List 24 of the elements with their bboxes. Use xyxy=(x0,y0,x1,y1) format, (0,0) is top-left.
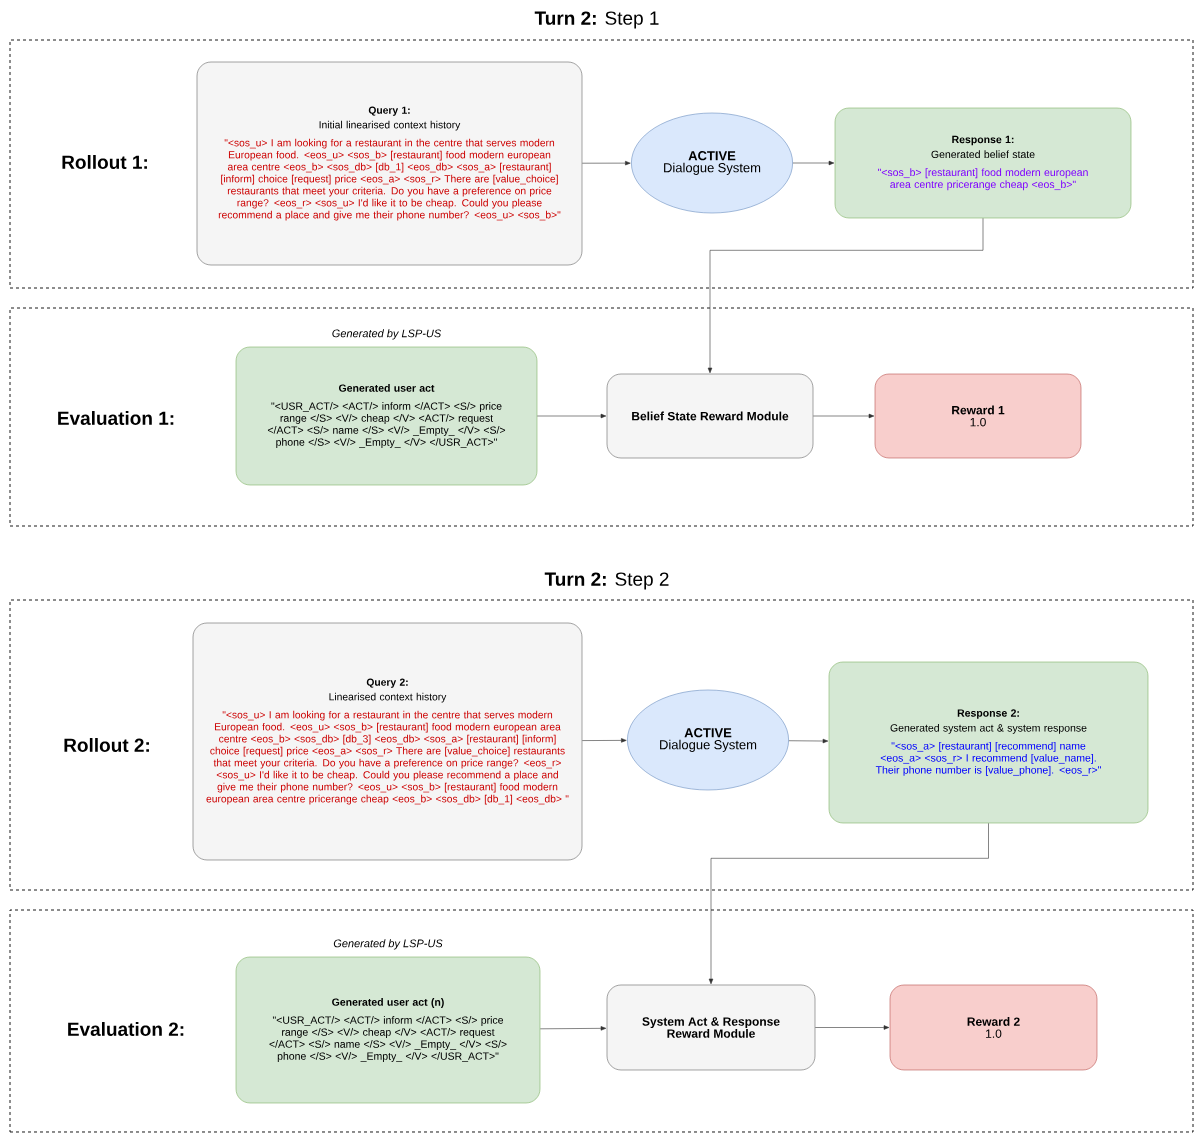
arrow xyxy=(582,738,627,743)
box-caption: Generated by LSP-US xyxy=(332,329,442,340)
reward-box: Reward 2 1.0 xyxy=(889,984,1098,1071)
arrow xyxy=(582,160,631,166)
query-box: Query 1: Initial linearised context history "<sos_u> I am looking for a restaurant in the centre that serves modern European food. <eos_u> <sos_b> [restaurant] food modern european area centre <eos_b> <sos_db> [db_1] <eos_db> <sos_a> [restaurant] [inform] choice [request] price <eos_a> <sos_r> There are [value_choice] restaurants that meet your criteria. Do you have a preference on price range? <eos_r> <sos_u> I'd like it to be cheap. Could you please recommend a place and give me their phone number? <eos_u> <sos_b>" xyxy=(196,61,583,266)
arrow xyxy=(540,1026,607,1031)
arrow xyxy=(707,218,984,374)
query-box: Query 2: Linearised context history "<sos_u> I am looking for a restaurant in the centre that serves modern European food. <eos_u> <sos_b> [restaurant] food modern european area centre <eos_b> <sos_db> [db_3] <eos_db> <sos_a> [restaurant] [inform] choice [request] price <eos_a> <sos_r> There are [value_choice] restaurants that meet your criteria. Do you have a preference on price range? <eos_r> <sos_u> I'd like it to be cheap. Could you please recommend a place and give me their phone number? <eos_u> <sos_b> [restaurant] food modern european area centre pricerange cheap <eos_b> <sos_db> [db_1] <eos_db> " xyxy=(192,622,583,861)
arrow xyxy=(708,823,989,985)
arrow xyxy=(788,738,829,744)
title: Turn 2: Step 1 xyxy=(534,11,659,29)
user-act-box: Generated user act "<USR_ACT/> <ACT/> inform </ACT> <S/> price range </S> <V/> cheap </V> <ACT/> request </ACT> <S/> name </S> <V/> _Empty_ </V> <S/> phone </S> <V/> _Empty_ </V> </USR_ACT>" xyxy=(235,346,538,486)
user-act-box: Generated user act (n) "<USR_ACT/> <ACT/> inform </ACT> <S/> price range </S> <V/> cheap </V> <ACT/> request </ACT> <S/> name </S> <V/> _Empty_ </V> <S/> phone </S> <V/> _Empty_ </V> </USR_ACT>" xyxy=(235,956,541,1104)
arrow xyxy=(815,1025,890,1030)
box-caption: Generated by LSP-US xyxy=(333,939,443,950)
response-box: Response 2: Generated system act & system response "<sos_a> [restaurant] [recommend] name <eos_a> <sos_r> I recommend [value_name]. Their phone number is [value_phone]. <eos_r>" xyxy=(828,661,1149,824)
reward-box: Reward 1 1.0 xyxy=(874,373,1082,459)
module-box: Belief State Reward Module xyxy=(606,373,814,459)
title: Turn 2: Step 2 xyxy=(544,572,669,590)
arrow xyxy=(813,413,875,419)
arrow xyxy=(537,413,607,419)
response-box: Response 1: Generated belief state "<sos_b> [restaurant] food modern european area centre pricerange cheap <eos_b>" xyxy=(834,107,1132,219)
module-box: System Act & Response Reward Module xyxy=(606,984,816,1071)
arrow xyxy=(792,160,835,166)
